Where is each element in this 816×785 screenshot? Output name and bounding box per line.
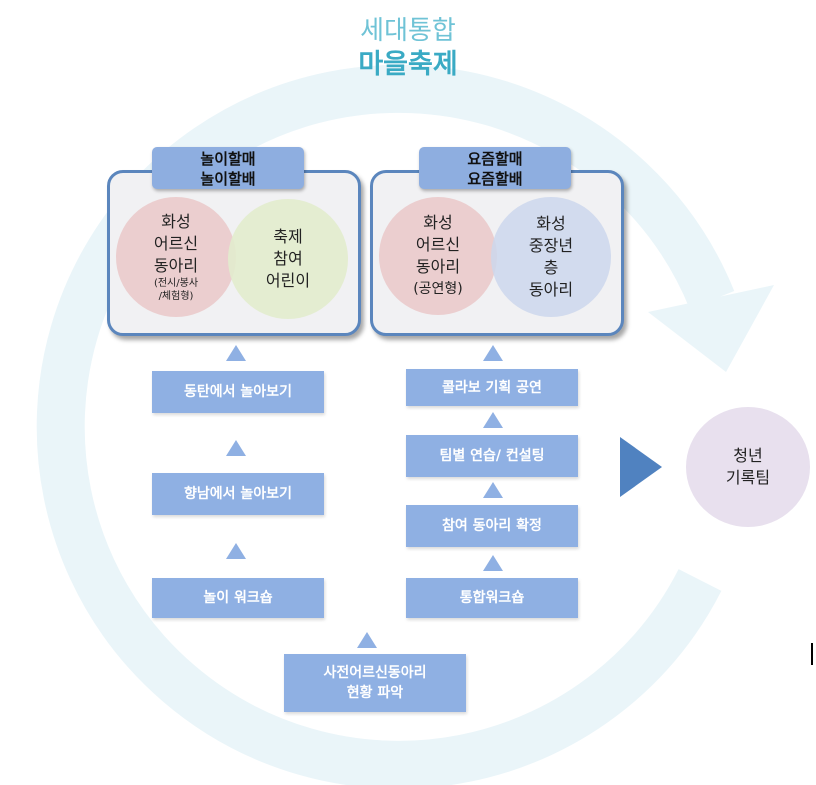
- left-arrow-up-2: [226, 440, 246, 456]
- bottom-arrow-up: [357, 632, 377, 648]
- right-pointing-arrow-icon: [620, 437, 662, 497]
- right-step-confirm: 참여 동아리 확정: [406, 505, 578, 547]
- left-step-hyangnam: 향남에서 놀아보기: [152, 473, 324, 515]
- right-panel-tag-line2: 요즘할배: [467, 170, 523, 188]
- left-step-dongtan: 동탄에서 놀아보기: [152, 371, 324, 413]
- right-circle-a-line3: 동아리: [415, 257, 461, 276]
- right-arrow-up-3: [483, 482, 503, 498]
- left-circle-b-line2: 참여: [273, 249, 303, 268]
- left-arrow-up-1: [226, 345, 246, 361]
- right-circle-a-line2: 어르신: [415, 235, 461, 254]
- text-cursor: [811, 643, 813, 665]
- right-panel: 화성 어르신 동아리 (공연형) 화성 중장년 층 동아리: [370, 170, 624, 336]
- right-circle-seniors: 화성 어르신 동아리 (공연형): [379, 197, 497, 315]
- left-circle-a-line3: 동아리: [153, 256, 199, 275]
- right-step-collab: 콜라보 기획 공연: [406, 369, 578, 406]
- cycle-ring: [36, 64, 735, 785]
- right-arrow-up-4: [483, 555, 503, 571]
- right-panel-tag: 요즘할매 요즘할배: [419, 147, 571, 189]
- right-step-integrated-workshop: 통합워크숍: [406, 578, 578, 618]
- bottom-step-survey: 사전어르신동아리 현황 파악: [284, 654, 466, 712]
- right-circle-middleaged: 화성 중장년 층 동아리: [491, 197, 611, 317]
- right-circle-b-line1: 화성: [536, 214, 566, 233]
- right-panel-tag-line1: 요즘할매: [467, 150, 523, 168]
- left-circle-b-line1: 축제: [273, 227, 303, 246]
- diagram-title-line1: 세대통합: [360, 16, 456, 46]
- left-arrow-up-3: [226, 543, 246, 559]
- right-circle-a-line4: (공연형): [413, 281, 463, 297]
- youth-line1: 청년: [733, 446, 763, 465]
- diagram-title-line2: 마을축제: [358, 49, 458, 80]
- youth-line2: 기록팀: [725, 468, 771, 487]
- right-circle-b-line4: 동아리: [528, 280, 574, 299]
- left-circle-a-line2: 어르신: [153, 234, 199, 253]
- left-panel: 화성 어르신 동아리 (전시/봉사 /체험형) 축제 참여 어린이: [107, 170, 361, 336]
- bottom-step-line1: 사전어르신동아리: [323, 665, 427, 681]
- youth-record-team-circle: 청년 기록팀: [686, 407, 810, 527]
- left-circle-a-line1: 화성: [161, 212, 191, 231]
- right-arrow-up-2: [483, 412, 503, 428]
- right-arrow-up-1: [483, 345, 503, 361]
- left-circle-b-line3: 어린이: [265, 271, 311, 290]
- right-step-practice: 팀별 연습/ 컨설팅: [406, 435, 578, 477]
- left-circle-a-note1: (전시/봉사: [153, 278, 199, 289]
- cycle-ring-arrowhead: [648, 285, 774, 372]
- right-circle-b-line2: 중장년: [528, 236, 574, 255]
- left-step-workshop: 놀이 워크숍: [152, 578, 324, 618]
- right-circle-b-line3: 층: [543, 258, 559, 277]
- left-circle-a-note2: /체험형): [158, 291, 194, 302]
- bottom-step-line2: 현황 파악: [346, 685, 404, 701]
- left-panel-tag: 놀이할매 놀이할배: [152, 147, 304, 189]
- right-circle-a-line1: 화성: [423, 213, 453, 232]
- left-circle-children: 축제 참여 어린이: [228, 199, 348, 319]
- left-panel-tag-line1: 놀이할매: [200, 150, 256, 168]
- left-panel-tag-line2: 놀이할배: [200, 170, 256, 188]
- left-circle-seniors: 화성 어르신 동아리 (전시/봉사 /체험형): [116, 197, 236, 317]
